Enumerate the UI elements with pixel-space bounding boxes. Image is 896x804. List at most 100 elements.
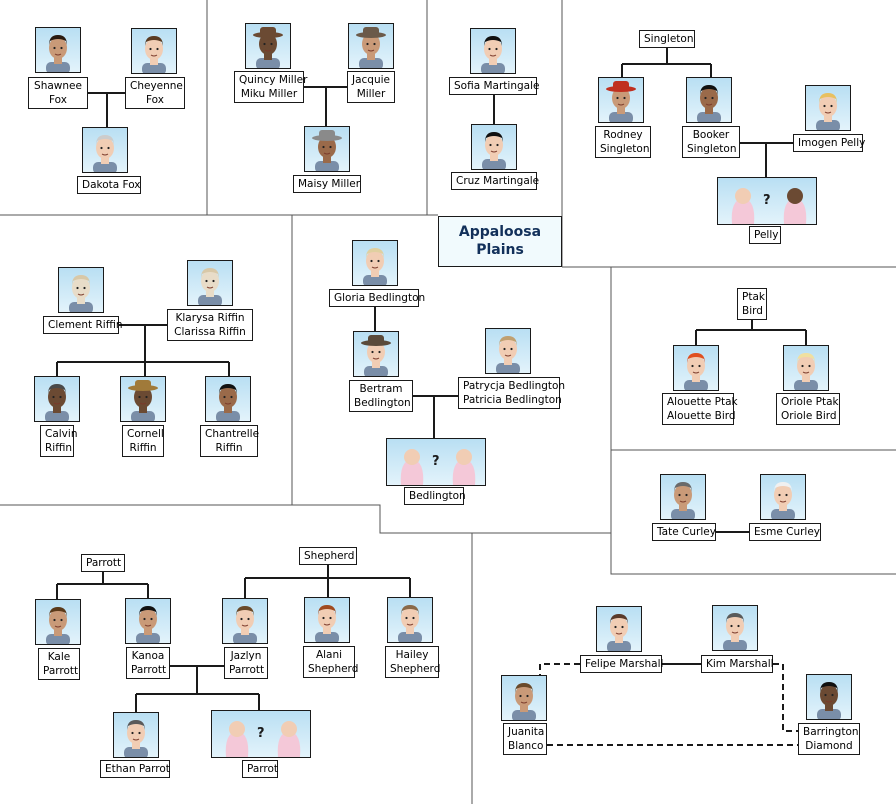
alani-shepherd-name-line: Shepherd <box>308 663 359 675</box>
alouette-ptak-name-line: Alouette Bird <box>667 410 736 422</box>
jacquie-miller-name-line: Jacquie <box>352 74 391 86</box>
cheyenne-portrait <box>131 28 177 74</box>
kanoa-portrait <box>125 598 171 644</box>
sim-face-icon <box>45 384 69 421</box>
gloria-portrait <box>352 240 398 286</box>
cheyenne-fox-name-line: Cheyenne <box>130 80 183 92</box>
kanoa-parrott-name-line: Kanoa <box>131 650 165 662</box>
rodney-portrait <box>598 77 644 123</box>
sim-face-icon <box>356 27 386 68</box>
clement-riffin-name-line: Clement Riffin <box>48 319 123 331</box>
bedlington-baby-portraits: ? <box>386 438 486 486</box>
felipe-marshall-name-line: Felipe Marshall <box>585 658 664 670</box>
chantrelle-riffin-name-line: Chantrelle <box>205 428 260 440</box>
sim-face-icon <box>233 606 257 643</box>
cruz-portrait <box>471 124 517 170</box>
sim-face-icon <box>481 36 505 73</box>
shawnee-fox-name-line: Shawnee <box>34 80 82 92</box>
unknown-mark: ? <box>763 193 771 208</box>
calvin-riffin-name-line: Riffin <box>45 442 73 454</box>
patrycja-bedlington-name-line: Patricia Bedlington <box>463 394 562 406</box>
title-line-1: Appaloosa <box>458 224 542 240</box>
quincy-miller-name-line: Miku Miller <box>240 88 298 100</box>
kim-portrait <box>712 605 758 651</box>
dakota-portrait <box>82 127 128 173</box>
bertram-portrait <box>353 331 399 377</box>
jacquie-portrait <box>348 23 394 69</box>
sim-face-icon <box>671 482 695 519</box>
patrycja-bedlington-name-line: Patrycja Bedlington <box>463 380 566 392</box>
relationship-dashed-line <box>773 663 798 732</box>
esme-curley-name-line: Esme Curley <box>754 526 821 538</box>
shepherd-family-label: Shepherd <box>299 547 357 565</box>
tate-portrait <box>660 474 706 520</box>
maisy-miller-label: Maisy Miller <box>293 175 361 193</box>
sim-face-icon <box>771 482 795 519</box>
hailey-shepherd-name-line: Hailey <box>395 649 429 661</box>
oriole-portrait <box>783 345 829 391</box>
cruz-martingale-name-line: Cruz Martingale <box>456 175 540 187</box>
cornell-portrait <box>120 376 166 422</box>
region-border <box>0 504 611 534</box>
sim-face-icon <box>253 27 283 68</box>
jacquie-miller-name-line: Miller <box>356 88 386 100</box>
booker-singleton-name-line: Booker <box>692 129 730 141</box>
juanita-portrait <box>501 675 547 721</box>
cheyenne-fox-name-line: Fox <box>146 94 164 106</box>
felipe-marshall-label: Felipe Marshall <box>580 655 664 673</box>
klarysa-riffin-name-line: Klarysa Riffin <box>175 312 245 324</box>
barrington-diamond-name-line: Diamond <box>805 740 853 752</box>
sim-face-icon <box>142 36 166 73</box>
alouette-portrait <box>673 345 719 391</box>
quincy-portrait <box>245 23 291 69</box>
esme-portrait <box>760 474 806 520</box>
klarysa-riffin-name-line: Clarissa Riffin <box>174 326 246 338</box>
bertram-bedlington-name-line: Bedlington <box>354 397 411 409</box>
sim-face-icon <box>361 335 391 376</box>
sim-face-icon <box>512 683 536 720</box>
title-line-2: Plains <box>476 242 524 258</box>
sim-face-icon <box>482 132 506 169</box>
parrot-baby-label: Parrot <box>242 760 278 778</box>
relationship-dashed-line <box>539 663 580 723</box>
tate-curley-name-line: Tate Curley <box>657 526 716 538</box>
gloria-bedlington-name-line: Gloria Bedlington <box>334 292 426 304</box>
parrot-baby-portraits: ? <box>211 710 311 758</box>
chantrelle-riffin-name-line: Riffin <box>215 442 243 454</box>
clement-portrait <box>58 267 104 313</box>
sofia-martingale-name-line: Sofia Martingale <box>454 80 540 92</box>
barrington-portrait <box>806 674 852 720</box>
region-border <box>610 267 896 575</box>
sim-face-icon <box>46 607 70 644</box>
sim-face-icon <box>817 682 841 719</box>
booker-singleton-name-line: Singleton <box>687 143 737 155</box>
sofia-portrait <box>470 28 516 74</box>
sim-face-icon <box>198 268 222 305</box>
oriole-ptak-name-line: Oriole Bird <box>781 410 837 422</box>
sim-face-icon <box>684 353 708 390</box>
parrott-family-name-line: Parrott <box>86 557 122 569</box>
sim-face-icon <box>363 248 387 285</box>
calvin-portrait <box>34 376 80 422</box>
dakota-fox-label: Dakota Fox <box>77 176 141 194</box>
shawnee-portrait <box>35 27 81 73</box>
kale-portrait <box>35 599 81 645</box>
sofia-martingale-label: Sofia Martingale <box>449 77 540 95</box>
jazlyn-portrait <box>222 598 268 644</box>
alani-shepherd-name-line: Alani <box>315 649 343 661</box>
pelly-baby-name-line: Pelly <box>754 229 779 241</box>
sim-face-icon <box>69 275 93 312</box>
